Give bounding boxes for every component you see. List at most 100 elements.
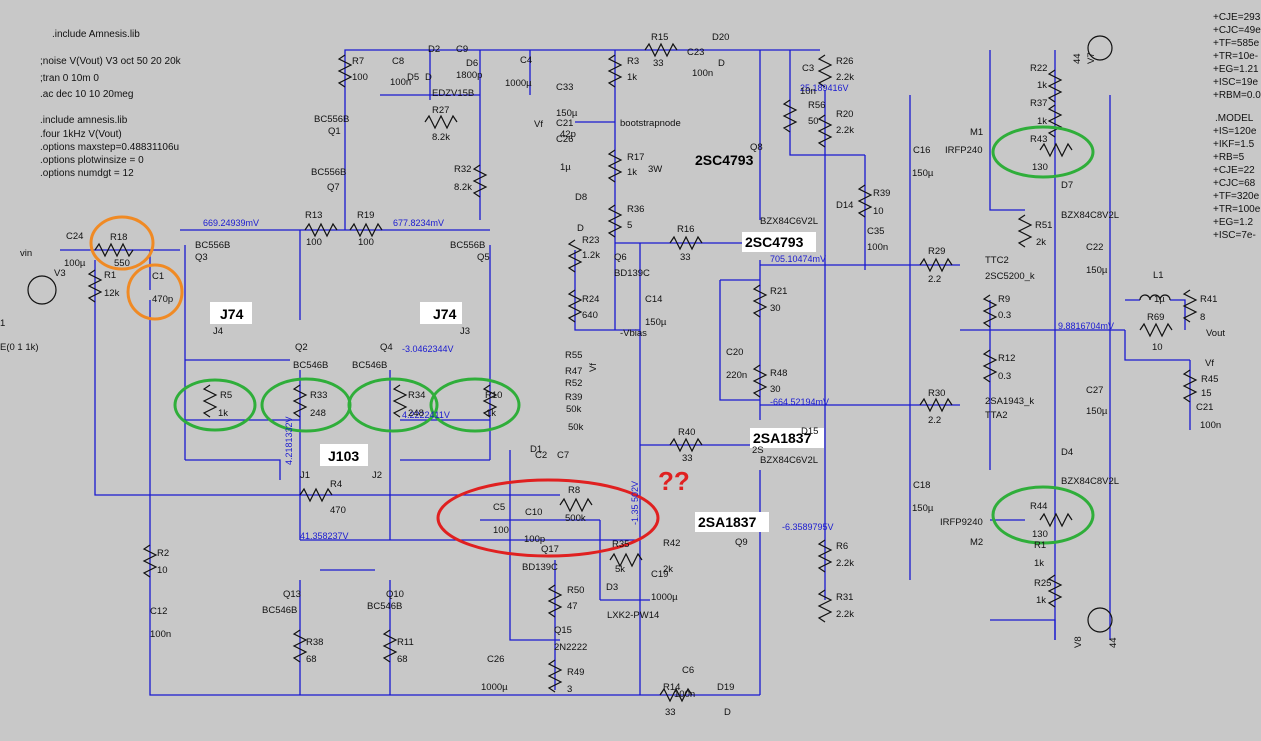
resistor-r13	[304, 222, 338, 238]
annotation-q8-part: 2SC4793	[695, 152, 754, 168]
component-label-q8: Q8	[750, 142, 763, 153]
component-label-r24: R24	[582, 294, 599, 305]
component-label-c3: C3	[802, 63, 814, 74]
component-label-q15: Q15	[554, 625, 572, 636]
resistor-r15	[644, 42, 678, 58]
component-label-r23v: 1.2k	[582, 250, 600, 261]
voltage-source-v7	[1087, 35, 1113, 61]
component-label-c12: C12	[150, 606, 167, 617]
spice-directives: .include Amnesis.lib ;noise V(Vout) V3 o…	[40, 29, 182, 179]
component-label-q3p: BC556B	[195, 240, 230, 251]
component-label-q2: Q2	[295, 342, 308, 353]
component-label-r10: R10	[485, 390, 502, 401]
component-label-r39v: 10	[873, 206, 884, 217]
resistor-r49	[547, 659, 563, 693]
component-label-c26bv: 1000µ	[481, 682, 508, 693]
resistor-r19	[349, 222, 383, 238]
model-text-bottom: .MODEL +IS=120e +IKF=1.5 +RB=5 +CJE=22 +…	[1213, 113, 1261, 241]
component-label-r21v: 30	[770, 303, 781, 314]
component-label-r35: R35	[612, 539, 629, 550]
voltage-source-v3	[27, 275, 57, 305]
component-label-r38: R38	[306, 637, 323, 648]
component-label-d6: D6	[466, 58, 478, 69]
component-label-r13v: 100	[306, 237, 322, 248]
component-label-r31v: 2.2k	[836, 609, 854, 620]
component-label-r40v: 33	[682, 453, 693, 464]
component-label-r37: R37	[1030, 98, 1047, 109]
component-label-r37v: 1k	[1037, 116, 1047, 127]
component-label-r43v: 130	[1032, 162, 1048, 173]
component-label-c22: C22	[1086, 242, 1103, 253]
component-label-r42: R42	[663, 538, 680, 549]
resistor-r14	[659, 687, 693, 703]
resistor-r31	[817, 589, 833, 623]
component-label-r17v: 1k	[627, 167, 637, 178]
component-label-j1: J1	[300, 470, 310, 481]
component-label-r6v: 2.2k	[836, 558, 854, 569]
component-label-r33: R33	[310, 390, 327, 401]
component-label-r15v: 33	[653, 58, 664, 69]
component-label-r48: R48	[770, 368, 787, 379]
component-label-r26: R26	[836, 56, 853, 67]
component-label-r11: R11	[397, 637, 414, 648]
component-label-r36: R36	[627, 204, 644, 215]
component-label-q3: Q3	[195, 252, 208, 263]
component-label-r34: R34	[408, 390, 425, 401]
model-line: +IS=120e	[1213, 126, 1257, 137]
component-label-r18: R18	[110, 232, 127, 243]
node-voltage: 4.2181332V	[284, 416, 294, 465]
annotations: J74 J74 J103 2SC4793 2SC4793 2SA1837 2SA…	[210, 152, 824, 532]
component-label-r8: R8	[568, 485, 580, 496]
component-label-r45v: 15	[1201, 388, 1212, 399]
annotation-vas-part: 2SC4793	[745, 234, 804, 250]
component-label-r39: R39	[873, 188, 890, 199]
component-label-r7v: 100	[352, 72, 368, 83]
component-label-m2: M2	[970, 537, 983, 548]
component-label-r49v: 3	[567, 684, 572, 695]
component-label-q4p: BC546B	[352, 360, 387, 371]
node-voltage: -6.3589795V	[782, 522, 834, 532]
component-label-r69: R69	[1147, 312, 1164, 323]
component-label-r32v: 8.2k	[454, 182, 472, 193]
component-label-q2s: 2S	[752, 445, 764, 456]
resistor-r69	[1139, 322, 1173, 338]
component-label-d5: D5	[407, 72, 419, 83]
component-label-r43: R43	[1030, 134, 1047, 145]
component-label-r20v: 2.2k	[836, 125, 854, 136]
component-label-r35v: 5k	[615, 564, 625, 575]
component-label-r4v: 470	[330, 505, 346, 516]
component-label-irfp240: IRFP240	[945, 145, 983, 156]
component-label-r31: R31	[836, 592, 853, 603]
component-label-c23v: 100n	[692, 68, 713, 79]
component-label-c21b: C21	[1196, 402, 1213, 413]
component-label-r34v: 248	[408, 408, 424, 419]
component-label-r50k2: 50k	[568, 422, 584, 433]
component-label-r19: R19	[357, 210, 374, 221]
model-line: +RB=5	[1213, 152, 1245, 163]
resistor-r51	[1017, 214, 1033, 248]
component-label-bzx4: BZX84C8V2L	[1061, 476, 1119, 487]
component-label-r47: R47	[565, 366, 582, 377]
component-label-c6: C6	[682, 665, 694, 676]
model-line: +TR=10e-	[1213, 51, 1258, 62]
annotation-j74-left: J74	[220, 306, 244, 322]
component-label-q4: Q4	[380, 342, 393, 353]
component-label-r26v: 2.2k	[836, 72, 854, 83]
resistor-r2	[142, 544, 158, 578]
component-label-c35: C35	[867, 226, 884, 237]
component-label-q2p: BC546B	[293, 360, 328, 371]
resistor-r56	[782, 99, 798, 133]
component-label-r21: R21	[770, 286, 787, 297]
model-line: +RBM=0.0	[1213, 90, 1261, 101]
component-label-c5v: 100	[493, 525, 509, 536]
resistor-r30	[919, 397, 953, 413]
resistor-r12	[982, 349, 998, 383]
component-label-r42v: 2k	[663, 564, 673, 575]
component-label-v3: V3	[54, 268, 66, 279]
component-label-r30v: 2.2	[928, 415, 941, 426]
component-label-c10v: 100p	[524, 534, 545, 545]
component-label-r44v: 130	[1032, 529, 1048, 540]
resistor-r21	[752, 284, 768, 318]
component-label-r1xv: 1k	[1034, 558, 1044, 569]
